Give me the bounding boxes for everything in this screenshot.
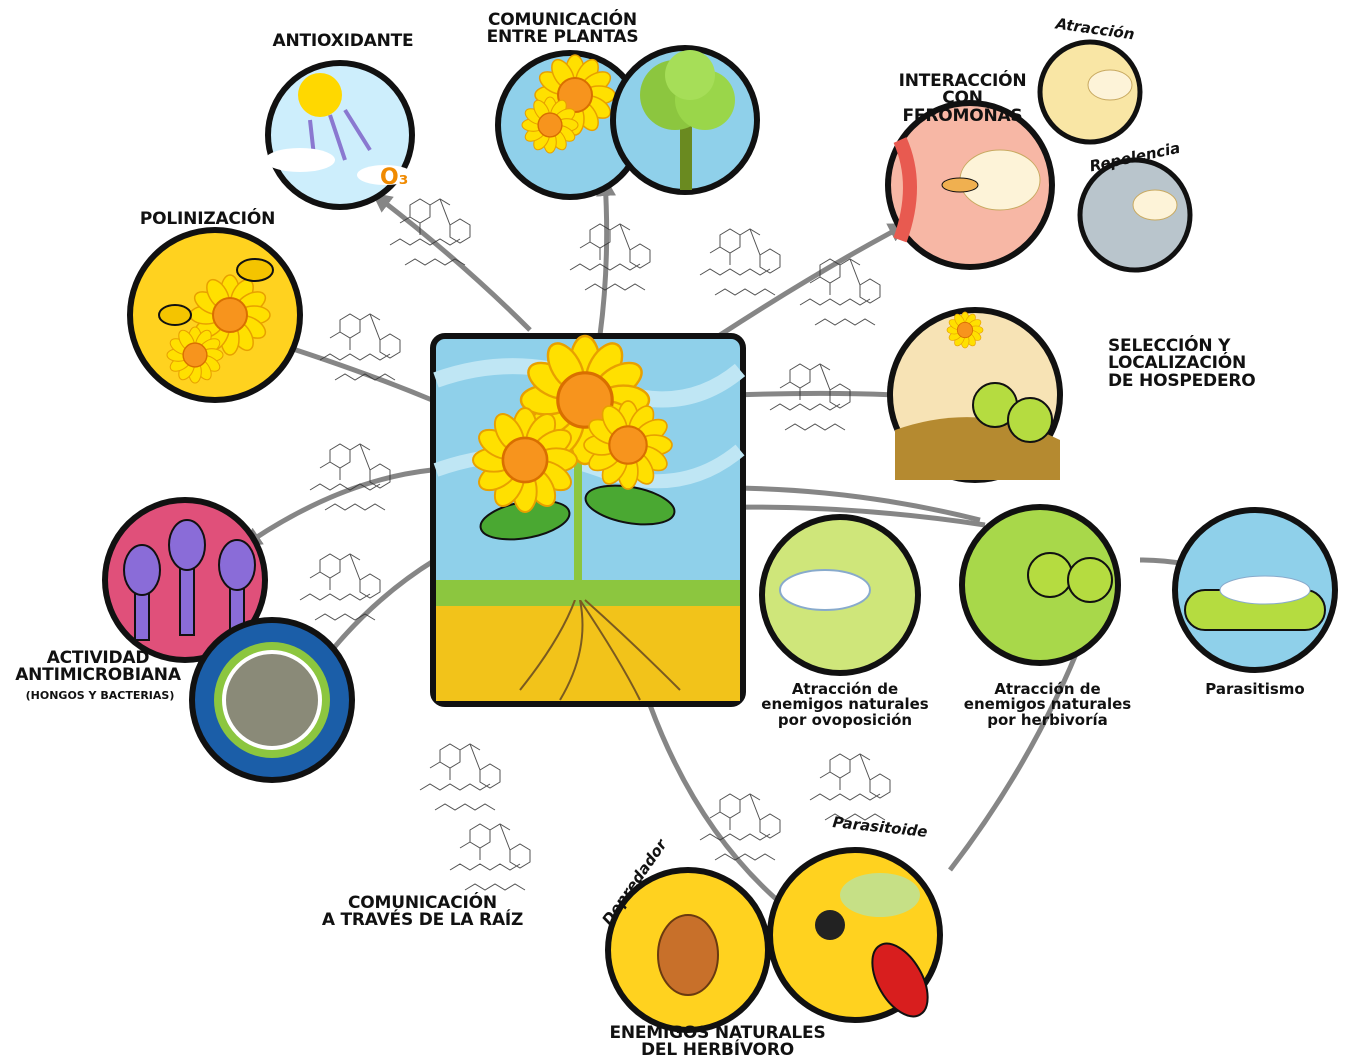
label-host-selection: SELECCIÓN Y LOCALIZACIÓN DE HOSPEDERO [1108, 338, 1268, 390]
antimicrobial-circles [105, 500, 352, 780]
label-plant-communication: COMUNICACIÓN ENTRE PLANTAS [465, 12, 660, 47]
host-selection-circle [890, 310, 1060, 480]
ozone-label: O₃ [380, 165, 408, 190]
natural-enemies-circles [608, 850, 940, 1030]
natural-enemy-circles [762, 507, 1335, 673]
label-root-communication: COMUNICACIÓN A TRAVÉS DE LA RAÍZ [310, 895, 535, 930]
label-oviposition: Atracción de enemigos naturales por ovop… [760, 682, 930, 728]
central-plant-panel [433, 336, 743, 704]
label-natural-enemies: ENEMIGOS NATURALES DEL HERBÍVORO [600, 1025, 835, 1060]
label-antimicrobial: ACTIVIDAD ANTIMICROBIANA [8, 650, 188, 685]
label-pollination: POLINIZACIÓN [125, 211, 290, 228]
label-parasitism: Parasitismo [1190, 682, 1320, 697]
label-antimicrobial-sub: (HONGOS Y BACTERIAS) [10, 690, 190, 701]
label-pheromone-interaction: INTERACCIÓN CON FEROMONAS [885, 73, 1040, 125]
label-antioxidant: ANTIOXIDANTE [258, 33, 428, 50]
plant-communication-circles [498, 48, 757, 197]
pollination-circle [130, 230, 300, 400]
label-herbivory: Atracción de enemigos naturales por herb… [960, 682, 1135, 728]
